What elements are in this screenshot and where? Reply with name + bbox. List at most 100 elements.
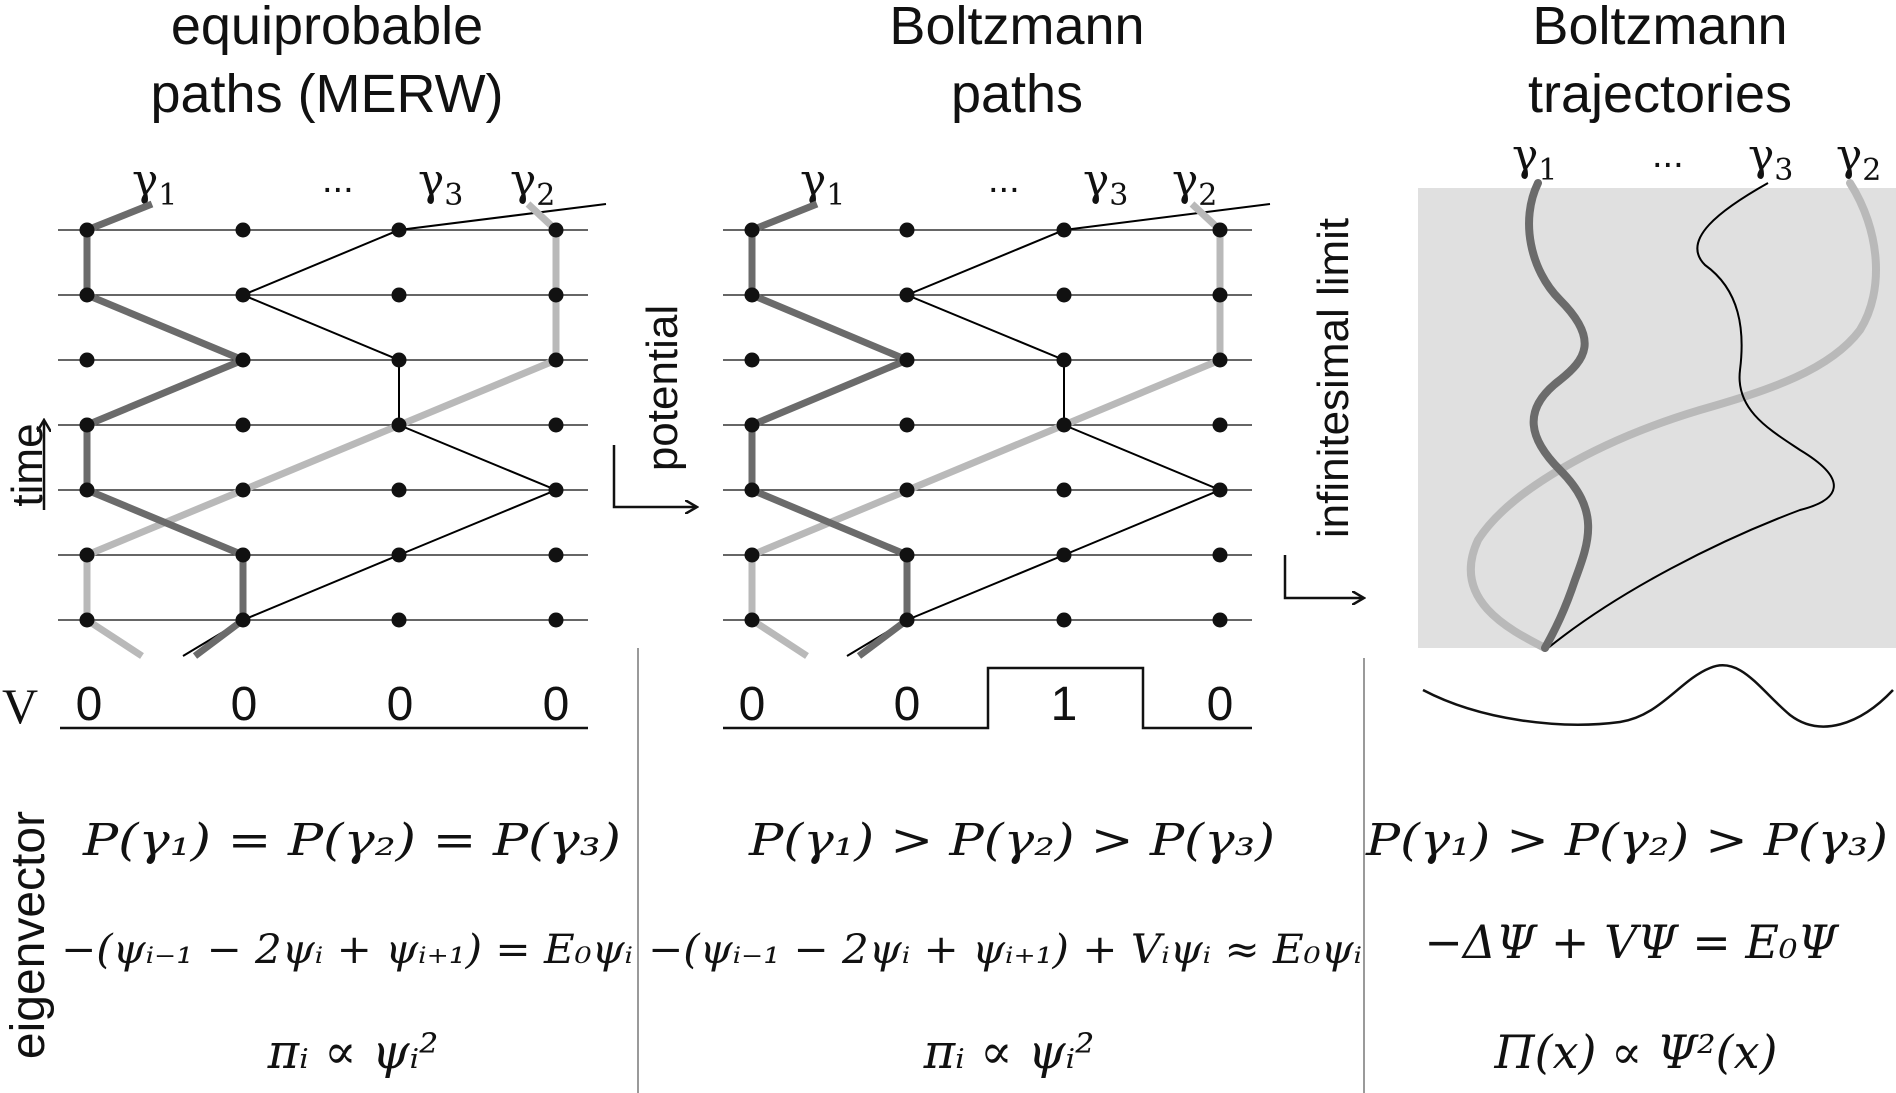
panel2-lattice-node	[1056, 287, 1072, 303]
panel1-lattice-node	[235, 352, 251, 368]
panel1-lattice	[58, 200, 607, 659]
panel1-potential-value: 0	[76, 678, 103, 731]
panel2-lattice-node	[744, 222, 760, 238]
panel2-lattice-node	[1212, 417, 1228, 433]
svg-text:γ3: γ3	[418, 155, 463, 213]
panel3-title-line1: Boltzmann	[1532, 0, 1787, 56]
panel2-lattice-node	[899, 612, 915, 628]
panel2-stationary-equation: πᵢ ∝ ψᵢ²	[923, 1024, 1095, 1080]
panel2-lattice-node	[1212, 482, 1228, 498]
svg-text:...: ...	[322, 159, 354, 201]
panel1-path-gamma1	[83, 200, 247, 659]
panel3-path-labels: γ1 ... γ3 γ2	[1512, 130, 1881, 188]
panel2-title-line2: paths	[951, 64, 1083, 124]
panel3-title-line2: trajectories	[1528, 64, 1792, 124]
panel2-potential-value: 0	[894, 678, 921, 731]
panel1-lattice-node	[79, 417, 95, 433]
panel2-lattice-node	[1212, 287, 1228, 303]
panel1-title-line1: equiprobable	[171, 0, 483, 56]
panel1-lattice-node	[391, 287, 407, 303]
panel1-lattice-node	[548, 222, 564, 238]
panel1-lattice-node	[548, 547, 564, 563]
infinitesimal-label: infinitesimal limit	[1309, 218, 1358, 538]
panel3-potential	[1422, 664, 1894, 728]
panel1-lattice-node	[391, 612, 407, 628]
panel2-path-labels: γ1 ... γ3 γ2	[800, 155, 1217, 213]
continuum-background	[1418, 188, 1896, 648]
panel1-lattice-node	[391, 547, 407, 563]
panel2-lattice-node	[899, 352, 915, 368]
panel2-lattice-node	[744, 352, 760, 368]
panel2-lattice-node	[1212, 612, 1228, 628]
svg-text:γ1: γ1	[1512, 130, 1557, 188]
panel1-lattice-node	[548, 482, 564, 498]
panel2-eigen-equation: −(ψᵢ₋₁ − 2ψᵢ + ψᵢ₊₁) + Vᵢψᵢ ≈ E₀ψᵢ	[648, 927, 1362, 973]
panel2-lattice-node	[744, 482, 760, 498]
panel1-lattice-node	[235, 612, 251, 628]
trajectory-gamma1	[1525, 179, 1593, 652]
v-label: V	[2, 678, 38, 734]
panel1-potential-value: 0	[231, 678, 258, 731]
panel2-lattice-node	[1056, 352, 1072, 368]
panel2-lattice-node	[744, 612, 760, 628]
panel2-potential: 0 0 1 0	[723, 666, 1252, 731]
continuous-potential-curve	[1422, 664, 1894, 728]
panel2-lattice-node	[744, 547, 760, 563]
svg-text:γ2: γ2	[1836, 130, 1881, 188]
panel1-stationary-equation: πᵢ ∝ ψᵢ²	[267, 1024, 439, 1080]
panel2-lattice	[723, 200, 1271, 659]
panel3-eigen-equation: −ΔΨ + VΨ = E₀Ψ	[1424, 915, 1839, 969]
svg-text:γ1: γ1	[132, 155, 177, 213]
panel2-lattice-node	[1056, 547, 1072, 563]
panel1-lattice-node	[235, 287, 251, 303]
panel1-lattice-node	[391, 222, 407, 238]
panel3-prob-equation: P(γ₁) > P(γ₂) > P(γ₃)	[1365, 815, 1888, 866]
panel3-continuum	[1418, 179, 1896, 652]
panel2-lattice-node	[1212, 222, 1228, 238]
panel2-lattice-node	[1212, 352, 1228, 368]
panel1-lattice-node	[79, 612, 95, 628]
panel1-lattice-node	[235, 482, 251, 498]
infinitesimal-arrow	[1283, 555, 1364, 598]
panel1-lattice-node	[235, 417, 251, 433]
svg-text:...: ...	[988, 159, 1020, 201]
panel1-potential-value: 0	[387, 678, 414, 731]
panel2-lattice-node	[899, 222, 915, 238]
panel2-lattice-node	[1056, 222, 1072, 238]
panel2-lattice-node	[1056, 417, 1072, 433]
svg-text:γ3: γ3	[1083, 155, 1128, 213]
svg-text:...: ...	[1652, 134, 1684, 176]
svg-text:γ2: γ2	[510, 155, 555, 213]
panel1-lattice-node	[391, 417, 407, 433]
panel1-lattice-node	[548, 352, 564, 368]
panel1-lattice-node	[79, 222, 95, 238]
panel1-lattice-node	[79, 482, 95, 498]
panel1-lattice-node	[235, 547, 251, 563]
panel1-path-labels: γ1 ... γ3 γ2	[132, 155, 555, 213]
panel2-lattice-node	[899, 482, 915, 498]
panel2-potential-value: 1	[1051, 678, 1078, 731]
panel2-lattice-node	[899, 417, 915, 433]
panel1-title-line2: paths (MERW)	[150, 64, 503, 124]
panel2-lattice-node	[1212, 547, 1228, 563]
time-label: time	[3, 423, 52, 506]
svg-text:γ3: γ3	[1748, 130, 1793, 188]
panel1-lattice-node	[79, 352, 95, 368]
panel1-lattice-node	[235, 222, 251, 238]
panel2-path-gamma1	[748, 200, 911, 659]
potential-label: potential	[638, 305, 687, 471]
panel1-lattice-node	[391, 352, 407, 368]
trajectory-gamma3	[1547, 182, 1835, 649]
panel1-lattice-node	[548, 287, 564, 303]
svg-text:γ1: γ1	[800, 155, 845, 213]
panel1-lattice-node	[548, 612, 564, 628]
trajectory-gamma2	[1467, 179, 1880, 652]
panel2-lattice-node	[744, 417, 760, 433]
panel2-lattice-node	[744, 287, 760, 303]
panel1-lattice-node	[79, 287, 95, 303]
potential-arrow	[612, 445, 697, 507]
panel1-lattice-node	[391, 482, 407, 498]
panel3-stationary-equation: Π(x) ∝ Ψ²(x)	[1494, 1025, 1778, 1079]
svg-text:γ2: γ2	[1172, 155, 1217, 213]
